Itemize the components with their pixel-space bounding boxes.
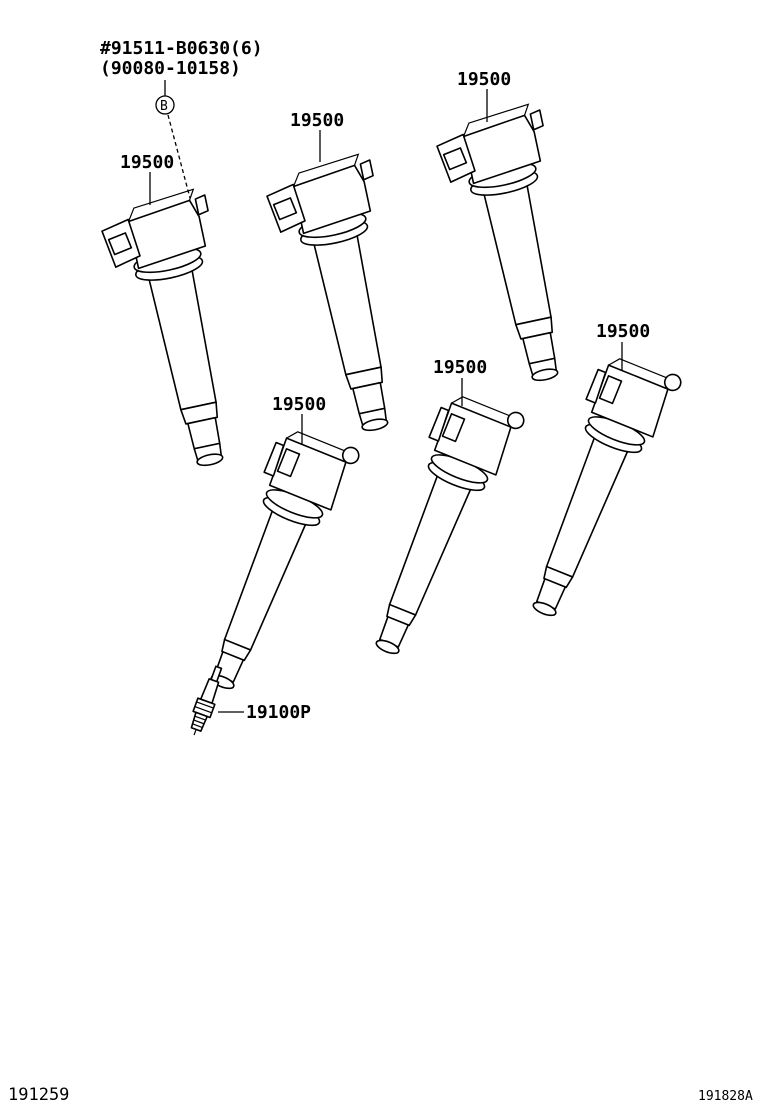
bolt-part-number: #91511-B0630(6) [100, 38, 263, 59]
coil-5-label: 19500 [433, 357, 487, 378]
figure-code: 191828A [698, 1089, 753, 1104]
ignition-coil-6 [504, 346, 684, 631]
coil-6-label: 19500 [596, 321, 650, 342]
coil-4-label: 19500 [272, 394, 326, 415]
ignition-coil-1 [96, 186, 261, 478]
bolt-ref-circle [155, 95, 175, 115]
bolt-ref-letter: B [160, 99, 168, 114]
bolt-dashed-leader [167, 114, 191, 199]
coil-1-label: 19500 [120, 152, 174, 173]
ignition-coil-3 [431, 101, 596, 393]
coil-2-label: 19500 [290, 110, 344, 131]
spark-plug-label: 19100P [246, 702, 311, 723]
page-code: 191259 [8, 1085, 69, 1105]
coil-3-label: 19500 [457, 69, 511, 90]
bolt-alt-part-number: (90080-10158) [100, 58, 241, 79]
